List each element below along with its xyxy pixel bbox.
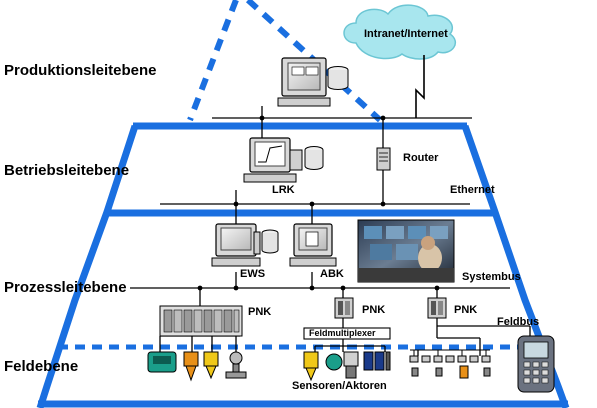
pnk-rack-2-icon [334,297,354,319]
ews-label: EWS [240,268,266,280]
field-devices-middle [303,351,391,382]
level-label-betrieb: Betriebsleitebene [4,162,130,179]
pnk-label-3: PNK [454,304,478,316]
lrk-label: LRK [272,184,295,196]
handheld-terminal-icon [517,335,555,393]
abk-computer-icon [289,223,337,267]
feldbus-label: Feldbus [497,316,540,328]
cloud-shape [343,4,456,60]
systembus-label: Systembus [462,271,521,283]
network-lines [130,106,531,356]
cloud-label: Intranet/Internet [364,28,448,40]
field-devices-right [409,349,491,379]
pnk-label-1: PNK [248,306,272,318]
feldmultiplexer-label: Feldmultiplexer [309,328,376,338]
ethernet-label: Ethernet [450,184,495,196]
control-room-photo [357,219,455,283]
ews-computer-icon [211,223,279,267]
abk-label: ABK [320,268,344,280]
production-computer-icon [277,57,349,107]
field-devices-left [147,351,247,382]
router-icon [376,147,391,171]
level-label-produktion: Produktionsleitebene [4,62,157,79]
router-label: Router [403,152,439,164]
lrk-computer-icon [243,137,324,183]
pnk-rack-3-icon [427,297,447,319]
feldmultiplexer-box [303,327,391,340]
level-label-feld: Feldebene [4,358,79,375]
pnk-rack-1-icon [159,305,243,337]
pnk-label-2: PNK [362,304,386,316]
sensoren-aktoren-label: Sensoren/Aktoren [292,380,387,392]
junction-dots [197,115,440,291]
level-label-prozess: Prozessleitebene [4,279,127,296]
internet-link [415,55,425,118]
pyramid-frame [36,122,570,408]
